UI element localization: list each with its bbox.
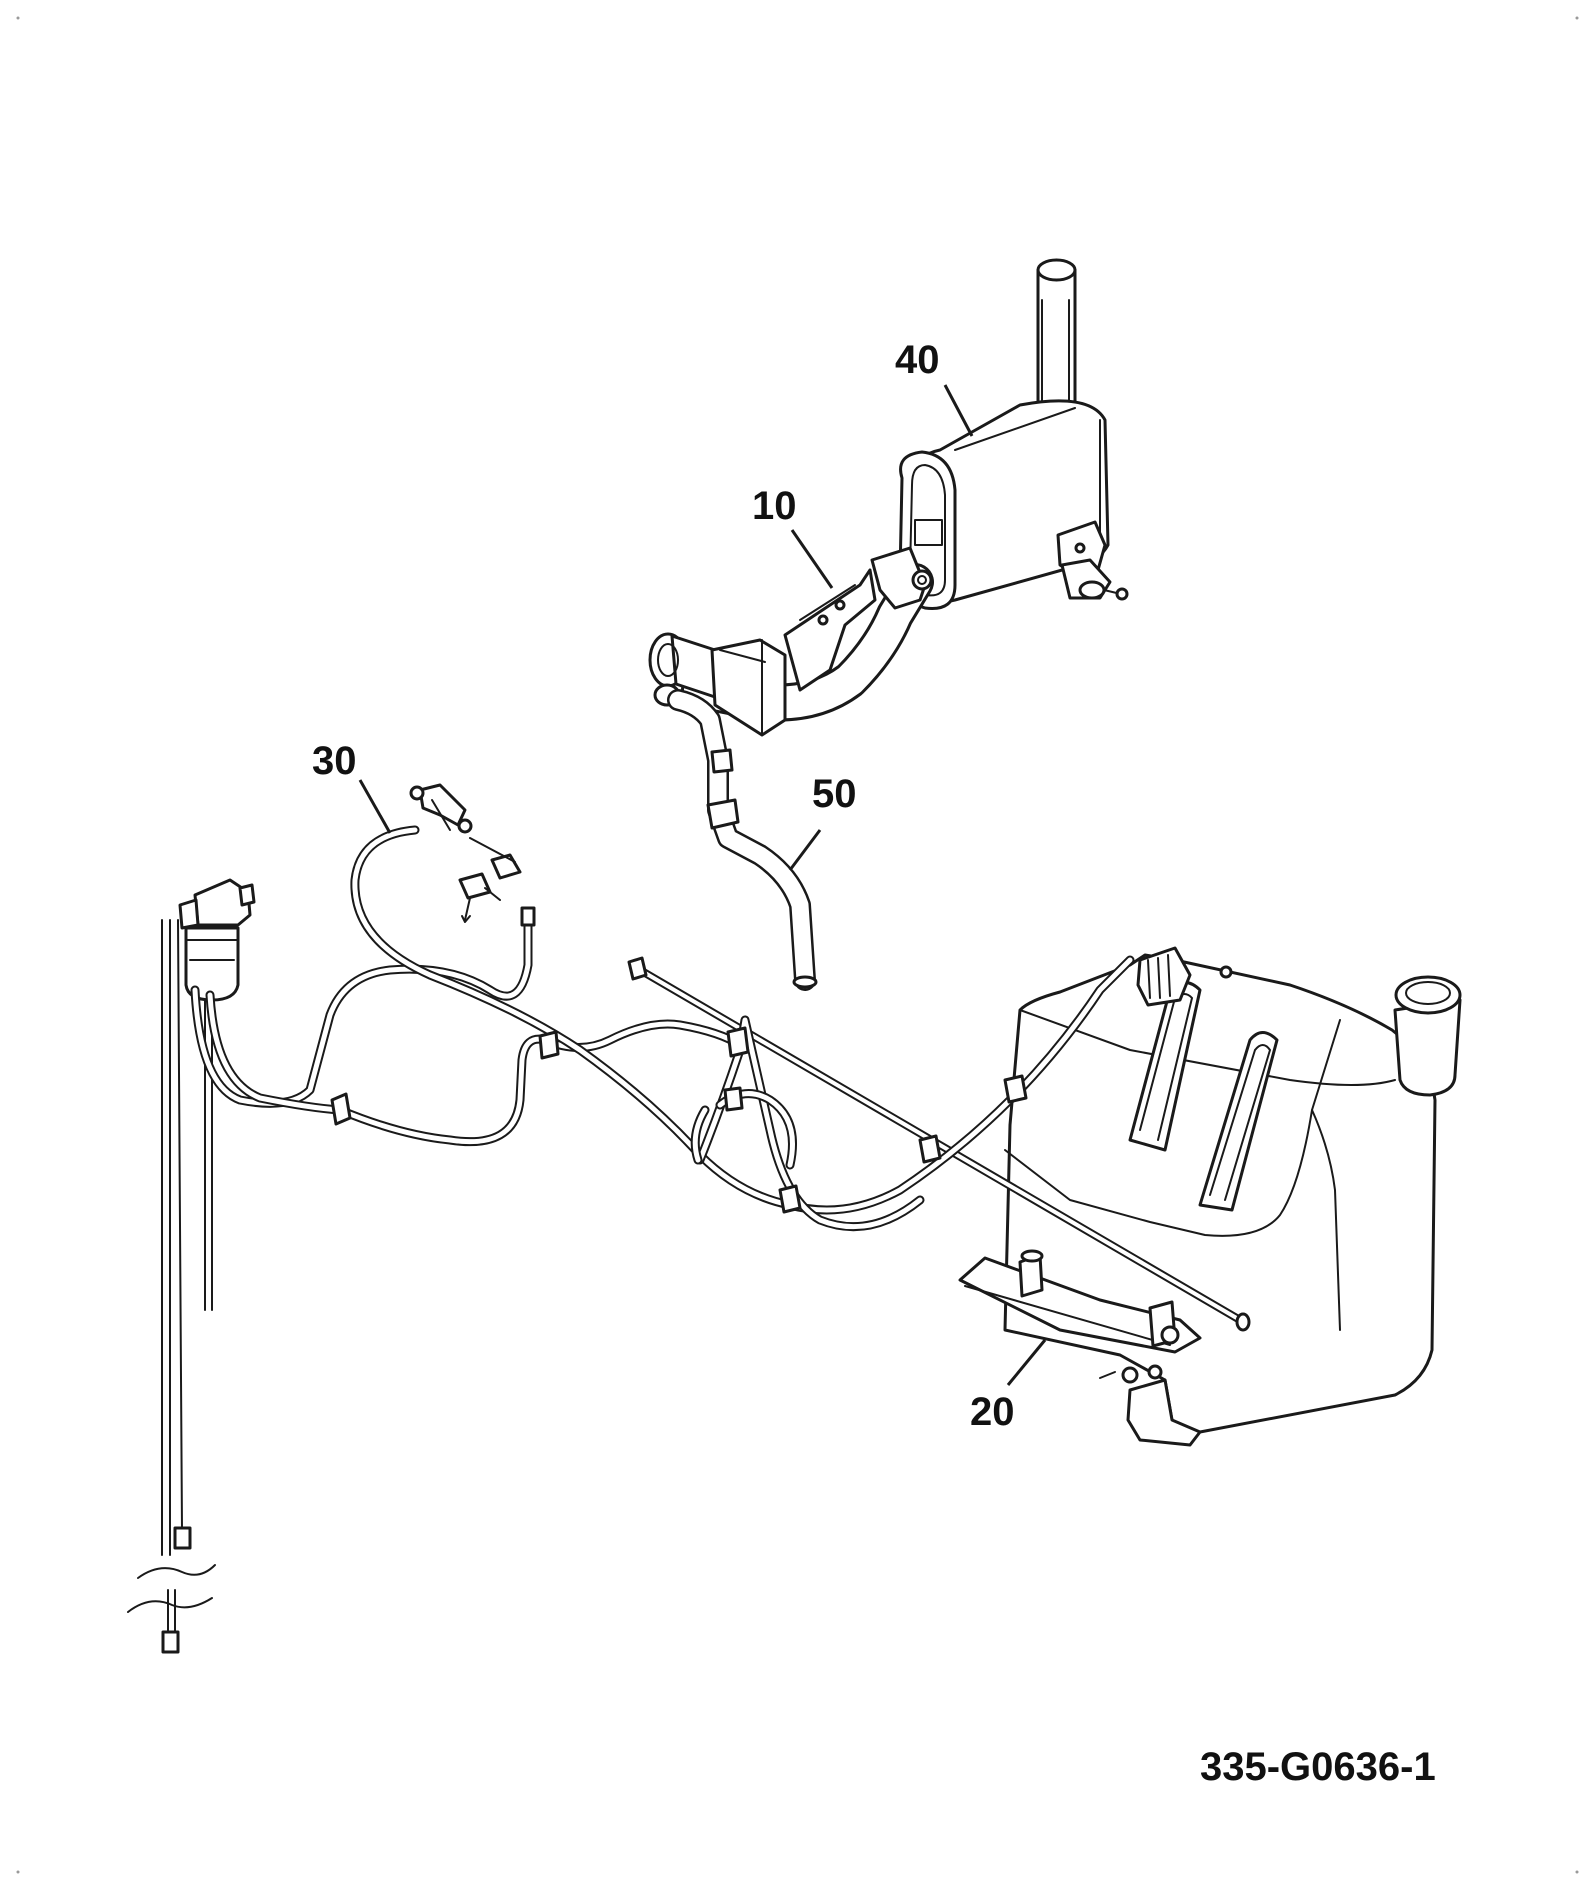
small-pipe — [667, 689, 818, 991]
leader-50 — [788, 829, 822, 871]
callout-10: 10 — [752, 484, 797, 528]
callout-50: 50 — [812, 772, 857, 816]
callout-30: 30 — [312, 739, 357, 783]
leader-10 — [790, 529, 834, 589]
muffler-assembly — [898, 258, 1129, 611]
leader-20 — [1006, 1339, 1047, 1386]
fuel-tank-assembly — [636, 946, 1462, 1447]
corner-marks — [16, 16, 1579, 1874]
leader-40 — [943, 384, 974, 437]
leader-30 — [358, 779, 392, 834]
drawing-number: 335-G0636-1 — [1200, 1745, 1436, 1789]
leader-lines — [358, 384, 1047, 1386]
fuel-hose-assembly — [127, 783, 1135, 1654]
callout-20: 20 — [970, 1390, 1015, 1434]
callout-40: 40 — [895, 338, 940, 382]
